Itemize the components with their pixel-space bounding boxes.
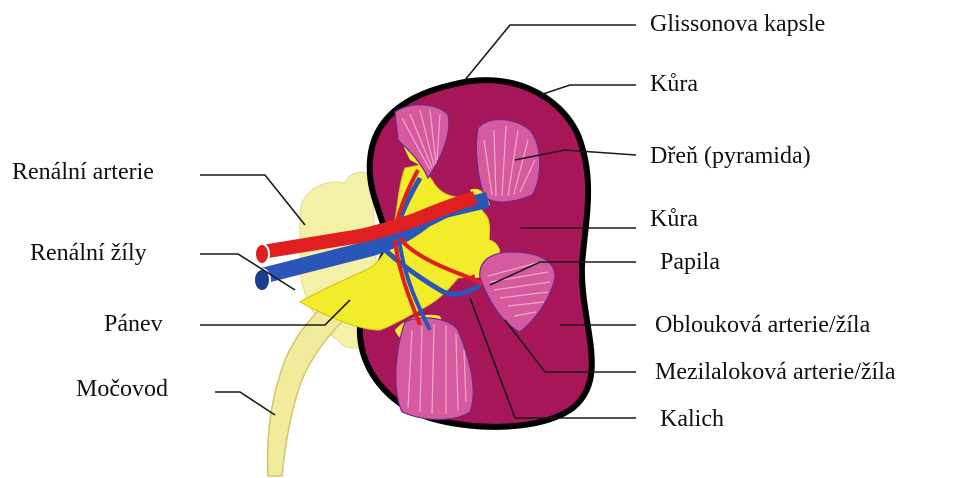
label-interlobar: Mezilaloková arterie/žíla [655, 360, 896, 384]
label-arcuate: Oblouková arterie/žíla [655, 313, 870, 337]
label-renal-veins: Renální žíly [30, 241, 147, 265]
leader-ureter [215, 392, 275, 415]
leader-cortex-top [540, 85, 636, 95]
label-cortex-mid: Kůra [650, 207, 698, 231]
label-cortex-top: Kůra [650, 72, 698, 96]
label-capsule: Glissonova kapsle [650, 12, 825, 36]
pyramid-upper-right [476, 120, 539, 202]
label-renal-artery: Renální arterie [12, 160, 154, 184]
label-papilla: Papila [660, 250, 720, 274]
label-ureter: Močovod [76, 377, 168, 401]
leader-renal-artery [200, 175, 305, 225]
label-calyx: Kalich [660, 407, 724, 431]
leader-capsule [465, 25, 636, 80]
label-pelvis: Pánev [104, 312, 163, 336]
label-medulla: Dřeň (pyramida) [650, 144, 811, 168]
